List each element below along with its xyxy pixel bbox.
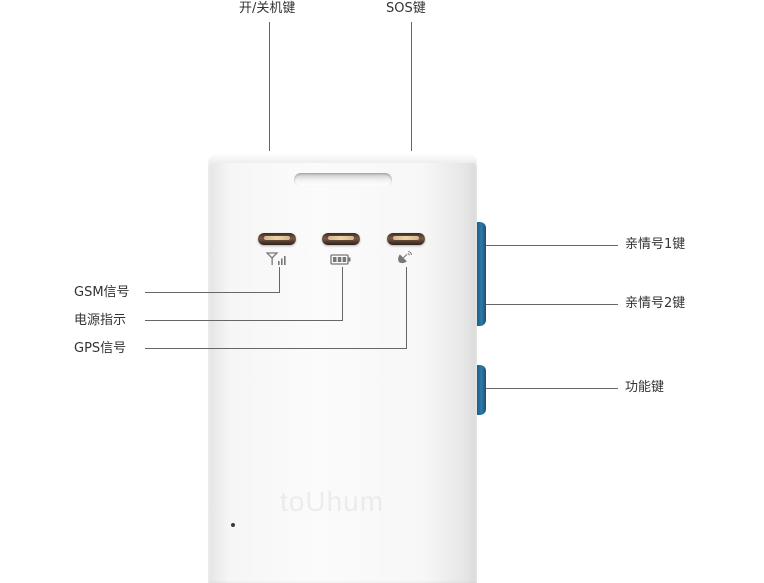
device-top-edge <box>208 153 477 163</box>
brand-watermark: toUhum <box>280 486 385 517</box>
gps-leader-horizontal <box>145 348 407 349</box>
power-button-slot <box>294 173 392 187</box>
gps-led <box>387 233 425 245</box>
product-diagram: 开/关机键 SOS键 <box>74 1 686 583</box>
microphone-hole <box>231 523 235 527</box>
device-body: toUhum <box>208 153 477 583</box>
family-1-key-label: 亲情号1键 <box>625 237 686 252</box>
gsm-leader-horizontal <box>145 292 280 293</box>
power-led <box>322 233 360 245</box>
family-2-leader <box>486 304 618 305</box>
function-key-label: 功能键 <box>625 380 665 395</box>
signal-icon <box>266 252 286 265</box>
function-key-button[interactable] <box>477 365 486 415</box>
function-key-leader <box>486 388 618 389</box>
gsm-led <box>258 233 296 245</box>
sos-key-leader <box>411 22 412 151</box>
power-key-leader <box>269 22 270 151</box>
gps-leader-vertical <box>406 267 407 349</box>
power-leader-horizontal <box>145 320 343 321</box>
battery-icon <box>330 254 351 265</box>
family-1-leader <box>486 245 618 246</box>
gsm-signal-label: GSM信号 <box>74 285 130 300</box>
power-indicator-label: 电源指示 <box>74 313 127 328</box>
family-2-key-label: 亲情号2键 <box>625 296 686 311</box>
family-key-button[interactable] <box>477 222 486 326</box>
satellite-icon <box>398 250 413 264</box>
power-leader-vertical <box>342 267 343 321</box>
power-key-label: 开/关机键 <box>239 1 296 16</box>
gsm-leader-vertical <box>279 267 280 293</box>
gps-signal-label: GPS信号 <box>74 341 127 356</box>
sos-key-label: SOS键 <box>386 1 426 16</box>
